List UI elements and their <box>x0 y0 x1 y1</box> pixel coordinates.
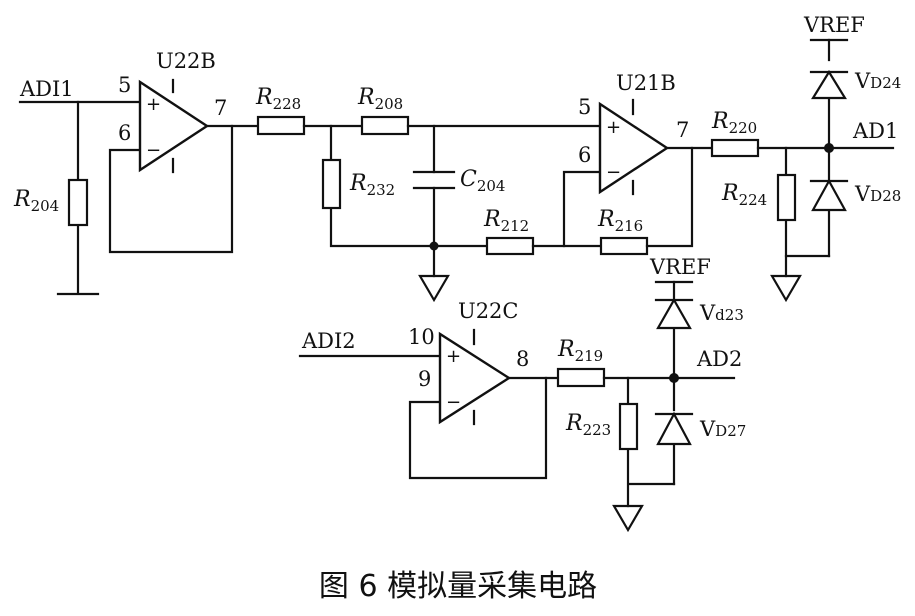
junction-ad1 <box>824 143 834 153</box>
u22b-minus-sign: − <box>146 140 161 161</box>
u22b-plus-sign: + <box>146 94 161 115</box>
u22b-opamp <box>138 79 210 173</box>
ad1-label: AD1 <box>852 119 898 143</box>
adi1-label: ADI1 <box>19 77 74 101</box>
u21b-plus-sign: + <box>606 117 621 138</box>
u22b-pin6-label: 6 <box>118 121 131 145</box>
r228-resistor <box>256 115 306 136</box>
vd23-diode <box>656 297 692 330</box>
vref-top-label: VREF <box>803 13 865 37</box>
r232-label: R232 <box>349 171 395 199</box>
u22c-pin8-label: 8 <box>516 347 529 371</box>
c204-label: C204 <box>460 167 505 195</box>
r219-resistor <box>556 367 606 388</box>
adi2-label: ADI2 <box>301 329 356 353</box>
r219-label: R219 <box>557 337 603 365</box>
r223-resistor <box>618 402 639 451</box>
u22b-label: U22B <box>156 49 216 73</box>
u21b-opamp <box>598 101 670 195</box>
u22b-feedback-wire <box>108 124 234 254</box>
u22c-pin9-label: 9 <box>418 367 431 391</box>
u21b-pin5-label: 5 <box>578 95 591 119</box>
u21b-label: U21B <box>616 71 676 95</box>
r216-label: R216 <box>597 207 643 235</box>
figure-caption: 图 6 模拟量采集电路 <box>319 569 597 604</box>
ad2-ground-symbol <box>612 504 644 533</box>
vd28-label: VD28 <box>854 182 901 206</box>
u21b-pin7-label: 7 <box>676 118 689 142</box>
vd27-diode <box>656 411 692 446</box>
filter-network <box>256 115 694 303</box>
r223-label: R223 <box>565 411 611 439</box>
u21b-minus-sign: − <box>606 162 621 183</box>
u22b-pin5-label: 5 <box>118 73 131 97</box>
vd28-diode <box>811 178 847 212</box>
vd23-label: Vd23 <box>699 301 744 325</box>
u22b-pin7-label: 7 <box>214 96 227 120</box>
u22c-feedback-wire <box>408 376 548 480</box>
vd24-diode <box>811 69 847 100</box>
r220-label: R220 <box>711 109 757 137</box>
r224-resistor <box>776 173 797 222</box>
r220-resistor <box>710 138 760 158</box>
u21b-pin6-label: 6 <box>578 143 591 167</box>
r223-wire <box>626 376 676 508</box>
ad2-label: AD2 <box>696 347 742 371</box>
u22c-section <box>298 280 736 533</box>
r204-wire <box>56 100 100 296</box>
r232-resistor <box>321 158 342 210</box>
u22c-plus-sign: + <box>446 346 461 367</box>
u22c-opamp <box>438 331 512 425</box>
r212-resistor <box>485 236 535 256</box>
u21b-section <box>598 38 895 303</box>
r208-resistor <box>360 115 410 136</box>
u22c-minus-sign: − <box>446 392 461 413</box>
ad1-ground-symbol <box>770 274 802 303</box>
r208-label: R208 <box>357 85 403 113</box>
ad1-ground-rail <box>784 254 831 278</box>
r216-resistor <box>599 236 649 256</box>
vd24-label: VD24 <box>854 69 901 93</box>
junction-c204 <box>429 241 439 251</box>
labels: ADI1 5 6 7 U22B + − R204 R228 R208 R232 … <box>13 13 901 604</box>
vd27-label: VD27 <box>699 417 746 441</box>
r212-label: R212 <box>483 207 529 235</box>
vref-bottom-label: VREF <box>649 255 711 279</box>
r204-resistor <box>67 178 89 227</box>
r228-label: R228 <box>255 85 301 113</box>
r216-feedback-wire <box>645 146 694 248</box>
junction-ad2 <box>669 373 679 383</box>
u21b-minus-wire <box>562 170 602 248</box>
c204-ground-symbol <box>418 274 450 303</box>
u22c-pin10-label: 10 <box>408 325 435 349</box>
u22b-section <box>18 78 260 296</box>
c204-plates <box>412 170 456 190</box>
r224-label: R224 <box>721 181 767 209</box>
r204-label: R204 <box>13 187 59 215</box>
u22c-label: U22C <box>458 299 519 323</box>
